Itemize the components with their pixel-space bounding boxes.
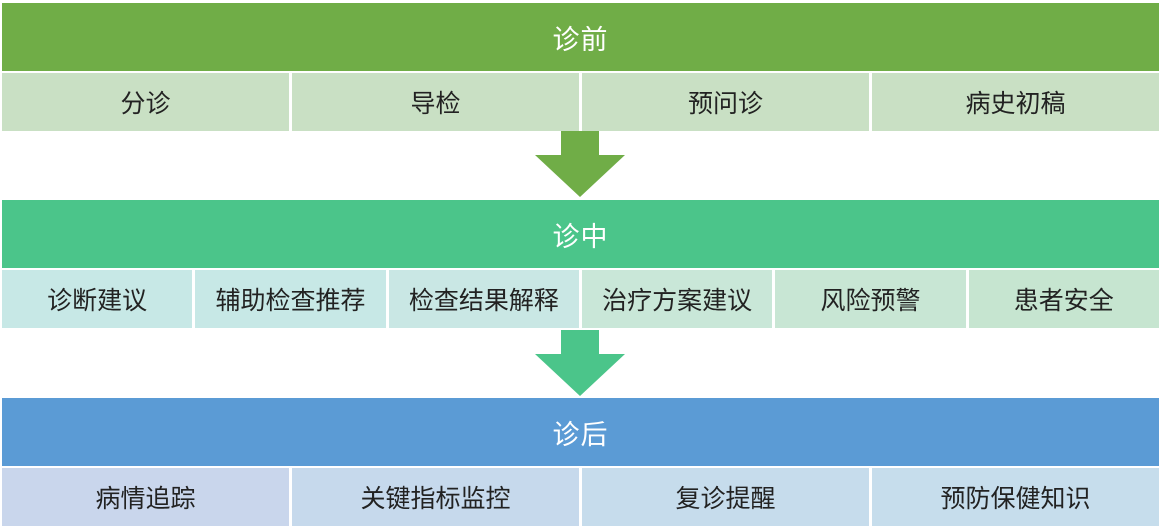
item-cell: 风险预警 <box>775 270 966 328</box>
stage-title: 诊中 <box>2 200 1159 268</box>
item-cell: 病史初稿 <box>872 73 1159 131</box>
stage-items: 分诊 导检 预问诊 病史初稿 <box>2 73 1159 131</box>
item-cell: 患者安全 <box>968 270 1159 328</box>
item-cell: 预防保健知识 <box>872 468 1159 526</box>
item-cell: 复诊提醒 <box>582 468 869 526</box>
stage-items: 诊断建议 辅助检查推荐 检查结果解释 治疗方案建议 风险预警 患者安全 <box>2 270 1159 328</box>
item-cell: 预问诊 <box>582 73 869 131</box>
item-cell: 检查结果解释 <box>388 270 579 328</box>
item-cell: 关键指标监控 <box>292 468 579 526</box>
stage-items: 病情追踪 关键指标监控 复诊提醒 预防保健知识 <box>2 468 1159 526</box>
item-cell: 治疗方案建议 <box>581 270 773 328</box>
item-cell: 导检 <box>292 73 579 131</box>
down-arrow-icon <box>535 131 625 197</box>
item-cell: 病情追踪 <box>2 468 289 526</box>
stage-title: 诊后 <box>2 398 1159 466</box>
stage-title: 诊前 <box>2 3 1159 71</box>
down-arrow-icon <box>535 330 625 396</box>
item-cell: 辅助检查推荐 <box>195 270 386 328</box>
item-cell: 分诊 <box>2 73 289 131</box>
item-cell: 诊断建议 <box>2 270 193 328</box>
